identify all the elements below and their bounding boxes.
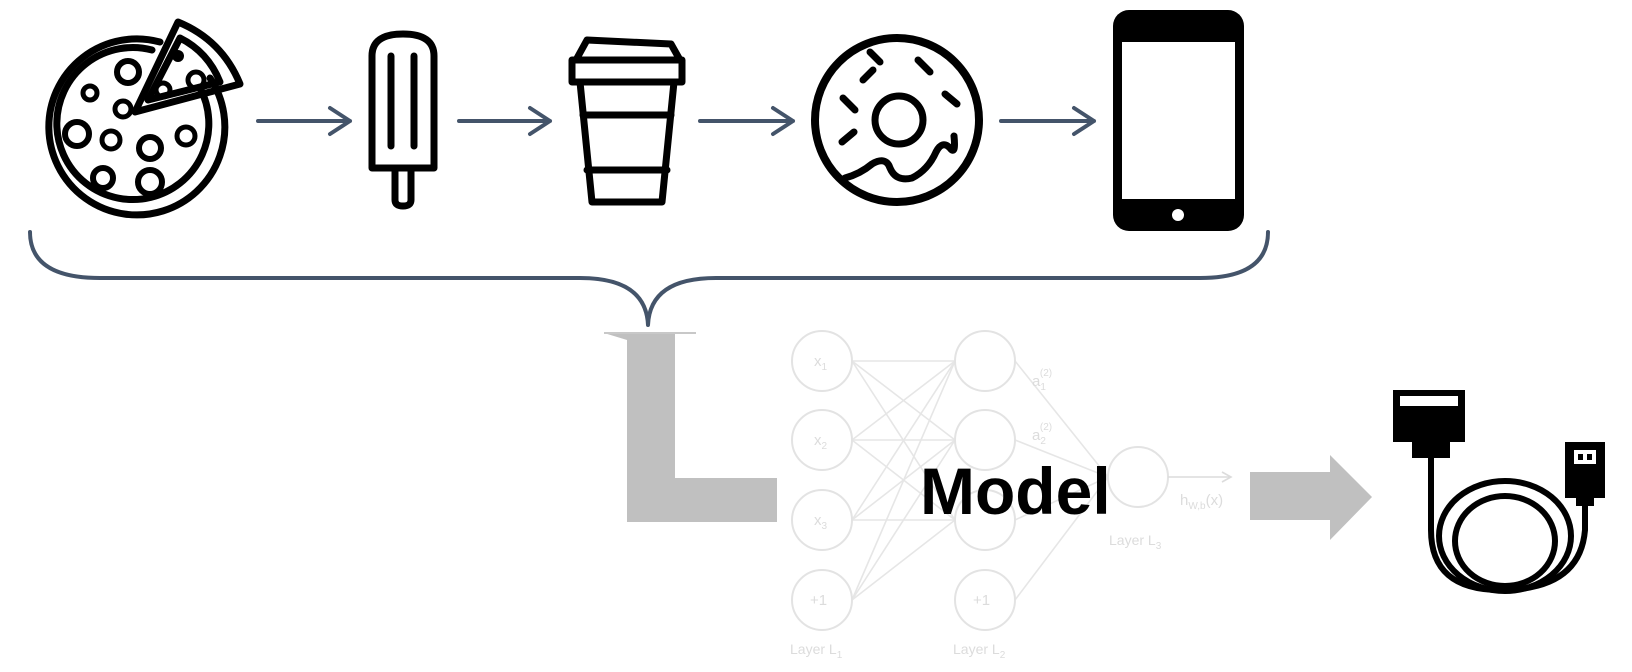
edge-in4-h3 — [851, 519, 956, 601]
edge-in4-h2 — [851, 439, 956, 601]
output-arrow — [1168, 471, 1233, 483]
input-layer: x1 x2 x3 +1 — [791, 330, 853, 631]
edge-in2-h1 — [851, 360, 956, 441]
edge-h1-out — [1014, 360, 1109, 478]
node-sub: 3 — [822, 521, 828, 532]
layer-labels: Layer L1 Layer L2 Layer L3 — [790, 532, 1162, 661]
grouping-brace — [28, 230, 1270, 327]
pizza-icon — [45, 18, 244, 219]
edge-h2-out — [1014, 439, 1109, 478]
popsicle-icon — [368, 30, 438, 210]
node-sub: 2 — [822, 441, 828, 452]
input-node-bias: +1 — [791, 569, 853, 631]
hidden-node-bias: +1 — [954, 569, 1016, 631]
node-label: +1 — [810, 592, 827, 609]
edge-in3-h1 — [851, 360, 956, 521]
hidden-node-2 — [954, 409, 1016, 471]
hidden-node-1 — [954, 330, 1016, 392]
tablet-icon — [1113, 10, 1244, 231]
network-edges — [851, 360, 1109, 601]
edge-h3-out — [1014, 476, 1109, 521]
flow-arrow-4 — [999, 106, 1096, 136]
model-title: Model — [920, 454, 1111, 528]
coffee-cup-icon — [568, 36, 686, 206]
edge-h4-out — [1014, 476, 1109, 601]
donut-icon — [811, 34, 983, 206]
usb-cable-icon — [1393, 390, 1605, 594]
output-hypothesis: hW,b(x) — [1180, 492, 1223, 512]
input-node-x3: x3 — [791, 489, 853, 551]
flow-arrow-2 — [457, 106, 552, 136]
hidden-node-3 — [954, 489, 1016, 551]
activation-a1: a1(2) — [1032, 368, 1052, 393]
input-node-x2: x2 — [791, 409, 853, 471]
svg-text:x2: x2 — [814, 432, 828, 452]
svg-text:x3: x3 — [814, 512, 828, 532]
input-flow-arrow — [604, 333, 777, 522]
activation-labels: a1(2) a2(2) — [1032, 368, 1052, 447]
layer-label-3: Layer L3 — [1109, 532, 1162, 552]
node-label: x — [814, 353, 822, 370]
edge-in4-h1 — [851, 360, 956, 601]
node-label: +1 — [973, 592, 990, 609]
layer-label-1: Layer L1 — [790, 641, 843, 661]
svg-text:x1: x1 — [814, 353, 828, 373]
activation-a2: a2(2) — [1032, 422, 1052, 447]
node-label: x — [814, 512, 822, 529]
node-sub: 1 — [822, 362, 828, 373]
hidden-layer: +1 — [954, 330, 1016, 631]
node-label: x — [814, 432, 822, 449]
neural-network: x1 x2 x3 +1 +1 a1(2) — [790, 330, 1233, 661]
output-flow-arrow — [1250, 455, 1372, 540]
flow-arrow-3 — [698, 106, 795, 136]
flow-arrow-1 — [256, 106, 352, 136]
layer-label-2: Layer L2 — [953, 641, 1006, 661]
output-node — [1107, 446, 1169, 508]
input-node-x1: x1 — [791, 330, 853, 392]
